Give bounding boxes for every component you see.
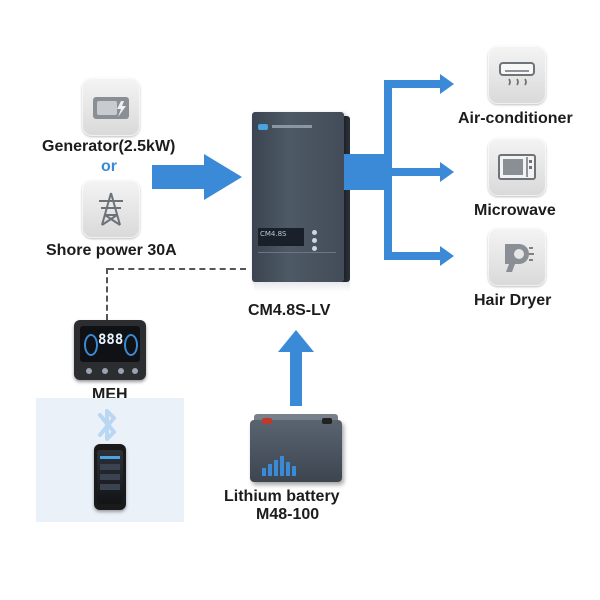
meh-connection-vertical <box>106 268 108 320</box>
shore-power-label: Shore power 30A <box>46 242 177 259</box>
battery-terminal-positive <box>262 418 272 424</box>
battery-level-icon <box>262 456 296 476</box>
battery-label-line1: Lithium battery <box>224 488 340 505</box>
inverter-brand-strip <box>272 125 312 128</box>
meh-button-1 <box>86 368 92 374</box>
generator-label: Generator(2.5kW) <box>42 138 176 155</box>
hair-dryer-label: Hair Dryer <box>474 292 552 309</box>
output-arrows <box>344 74 454 266</box>
hair-dryer-icon <box>488 228 546 286</box>
inverter-screen-text: CM4.8S <box>260 230 287 238</box>
battery-label-line2: M48-100 <box>256 506 320 523</box>
battery-arrow <box>278 330 314 406</box>
phone-app-row-4 <box>100 484 120 490</box>
meh-button-3 <box>118 368 124 374</box>
phone-app-row-3 <box>100 474 120 480</box>
inverter-display <box>258 228 304 246</box>
inverter-model-label: CM4.8S-LV <box>248 302 331 319</box>
smartphone <box>94 444 126 510</box>
battery-lid <box>254 414 338 424</box>
inverter-base <box>254 282 350 292</box>
meh-connection-horizontal <box>108 268 246 270</box>
microwave-label: Microwave <box>474 202 556 219</box>
meh-button-2 <box>102 368 108 374</box>
air-conditioner-icon <box>488 46 546 104</box>
power-tower-icon <box>82 180 140 238</box>
battery-terminal-negative <box>322 418 332 424</box>
meh-display-value: 888 <box>98 332 124 348</box>
meh-button-4 <box>132 368 138 374</box>
input-arrow <box>152 154 242 200</box>
inverter-unit <box>252 112 344 282</box>
or-label: or <box>101 158 117 175</box>
inverter-button-1 <box>312 230 317 235</box>
meh-indicator-right <box>124 334 138 356</box>
air-conditioner-label: Air-conditioner <box>458 110 573 127</box>
generator-icon <box>82 78 140 136</box>
inverter-button-3 <box>312 246 317 251</box>
inverter-button-2 <box>312 238 317 243</box>
meh-indicator-left <box>84 334 98 356</box>
inverter-divider <box>258 252 336 253</box>
phone-app-row-1 <box>100 456 120 459</box>
bluetooth-icon <box>98 409 116 441</box>
phone-screen <box>97 450 123 504</box>
phone-app-row-2 <box>100 464 120 470</box>
microwave-icon <box>488 138 546 196</box>
inverter-logo <box>258 124 268 130</box>
